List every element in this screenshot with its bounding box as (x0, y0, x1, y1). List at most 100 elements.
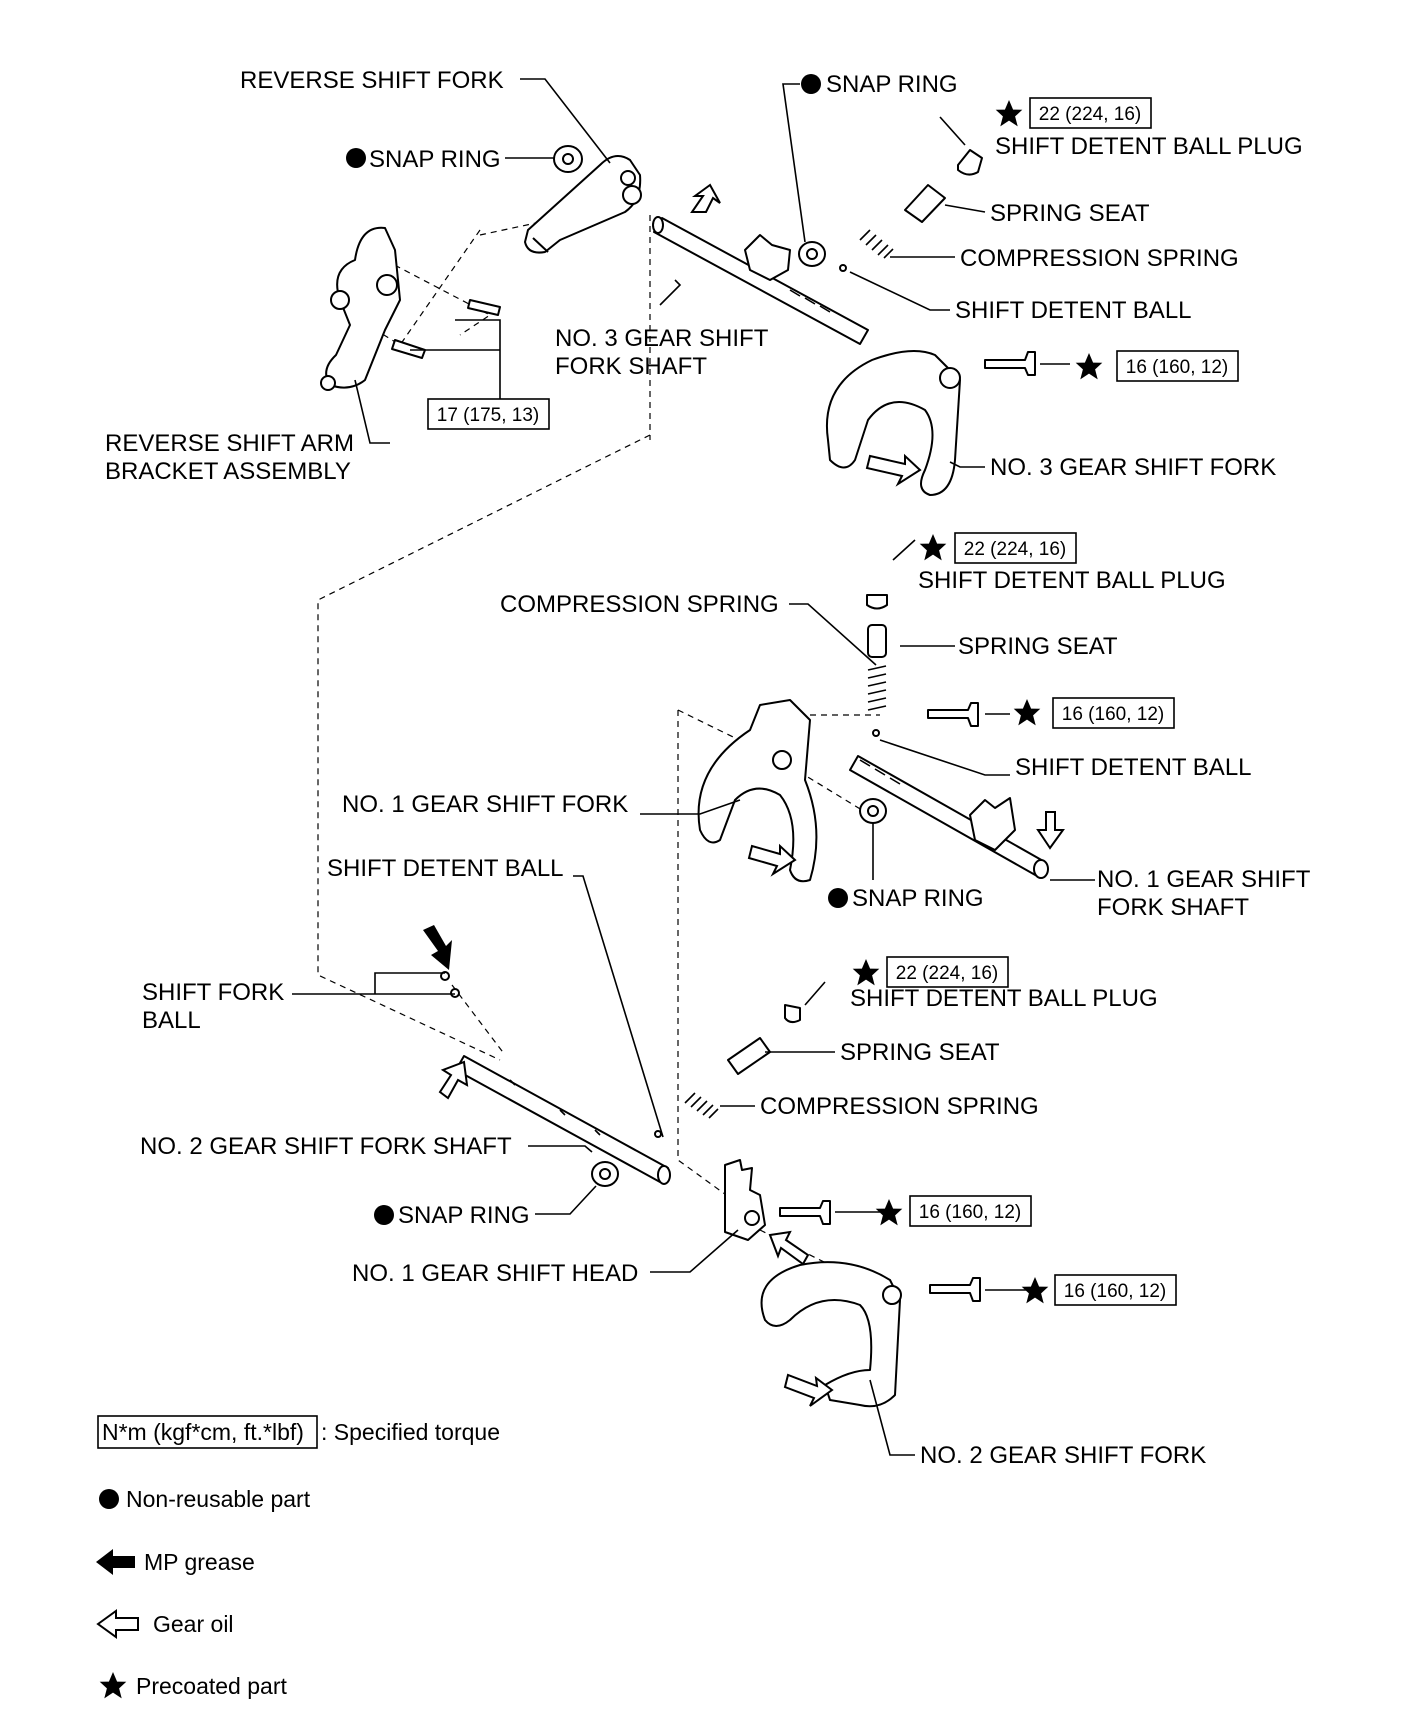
label-snap-ring: SNAP RING (398, 1202, 530, 1229)
legend-torque-box (97, 1415, 318, 1449)
no1-gear-shift-fork-shaft-part (849, 755, 1049, 879)
gear-oil-arrow-no3-fork (865, 453, 922, 487)
snap-ring-middle-part (859, 798, 887, 824)
legend-torque-desc: : Specified torque (321, 1419, 500, 1445)
non-reusable-dot (828, 888, 848, 908)
no2-gear-shift-fork-part (760, 1261, 902, 1408)
label-no1-fork: NO. 1 GEAR SHIFT FORK (342, 791, 628, 818)
label-no3-shaft-line2: FORK SHAFT (555, 353, 707, 380)
label-no3-shaft-line1: NO. 3 GEAR SHIFT (555, 325, 769, 352)
no1-gear-shift-fork-part (697, 699, 818, 883)
precoated-star-icon (919, 534, 947, 561)
label-shift-detent-ball-plug: SHIFT DETENT BALL PLUG (850, 985, 1158, 1012)
torque-box (1029, 97, 1152, 129)
torque-box (1116, 350, 1239, 382)
detent-parts-bottom (684, 1004, 801, 1119)
legend-non-reusable: Non-reusable part (126, 1486, 311, 1512)
precoated-star-icon (1013, 699, 1041, 726)
label-snap-ring: SNAP RING (826, 71, 958, 98)
legend-torque-unit: N*m (kgf*cm, ft.*lbf) (102, 1419, 304, 1445)
non-reusable-dot (801, 74, 821, 94)
torque-box (1054, 1274, 1177, 1306)
label-no2-fork: NO. 2 GEAR SHIFT FORK (920, 1442, 1206, 1469)
non-reusable-dot (374, 1205, 394, 1225)
precoated-star-icon (1021, 1277, 1049, 1304)
gear-oil-arrow-head (768, 1230, 810, 1266)
label-shift-detent-ball: SHIFT DETENT BALL (327, 855, 564, 882)
no3-gear-shift-fork-part (826, 350, 961, 496)
label-spring-seat: SPRING SEAT (990, 200, 1150, 227)
label-no1-head: NO. 1 GEAR SHIFT HEAD (352, 1260, 638, 1287)
snap-ring-top-right-part (798, 241, 826, 267)
bolt-part-no3-fork (984, 351, 1036, 376)
bottom-leader-lines (292, 972, 1030, 1456)
precoated-star-icon (1075, 353, 1103, 380)
non-reusable-dot (346, 148, 366, 168)
label-shift-fork-ball-line1: SHIFT FORK (142, 979, 284, 1006)
gear-oil-arrow-no1-shaft (1036, 811, 1065, 850)
reverse-shift-fork-part (524, 155, 642, 254)
bolt-part-no2-fork (929, 1277, 981, 1302)
bolt-part-head (779, 1200, 831, 1225)
mp-grease-arrow-shift-fork-ball (423, 925, 452, 970)
gear-oil-arrow-no3-shaft (690, 183, 721, 213)
legend-dot-icon (99, 1489, 119, 1509)
reverse-shift-arm-bracket-part (320, 226, 401, 391)
torque-box (886, 956, 1009, 988)
precoated-star-icon (852, 959, 880, 986)
torque-value: 16 (160, 12) (919, 1202, 1021, 1223)
no2-gear-shift-fork-shaft-part (455, 1055, 671, 1185)
label-no1-shaft-line2: FORK SHAFT (1097, 894, 1249, 921)
legend-mp-grease: MP grease (144, 1549, 255, 1575)
no3-gear-shift-fork-shaft-part (652, 216, 869, 345)
label-shift-detent-ball-plug: SHIFT DETENT BALL PLUG (918, 567, 1226, 594)
label-reverse-shift-fork: REVERSE SHIFT FORK (240, 67, 504, 94)
precoated-star-icon (995, 100, 1023, 127)
torque-value: 17 (175, 13) (437, 405, 539, 426)
torque-box (954, 532, 1077, 564)
torque-value: 22 (224, 16) (1039, 104, 1141, 125)
torque-value: 22 (224, 16) (964, 539, 1066, 560)
legend-star-icon (99, 1672, 127, 1699)
bolt-parts-reverse (391, 299, 501, 359)
snap-ring-bottom-part (591, 1161, 619, 1187)
label-compression-spring: COMPRESSION SPRING (960, 245, 1239, 272)
label-no3-fork: NO. 3 GEAR SHIFT FORK (990, 454, 1276, 481)
torque-box (1052, 697, 1175, 729)
legend-gear-oil: Gear oil (153, 1611, 234, 1637)
torque-box (909, 1195, 1032, 1227)
torque-value: 16 (160, 12) (1064, 1281, 1166, 1302)
gear-oil-arrow-no2-fork (783, 1373, 834, 1407)
top-leader-lines (354, 78, 1070, 468)
label-reverse-arm-line1: REVERSE SHIFT ARM (105, 430, 354, 457)
legend-mp-grease-arrow-icon (96, 1549, 135, 1575)
label-shift-detent-ball: SHIFT DETENT BALL (955, 297, 1192, 324)
label-spring-seat: SPRING SEAT (840, 1039, 1000, 1066)
label-compression-spring: COMPRESSION SPRING (500, 591, 779, 618)
label-shift-detent-ball-plug: SHIFT DETENT BALL PLUG (995, 133, 1303, 160)
shift-fork-balls-part (440, 971, 662, 1138)
label-spring-seat: SPRING SEAT (958, 633, 1118, 660)
torque-value: 16 (160, 12) (1126, 357, 1228, 378)
label-snap-ring: SNAP RING (852, 885, 984, 912)
no1-gear-shift-head-part (724, 1159, 766, 1241)
label-reverse-arm-line2: BRACKET ASSEMBLY (105, 458, 351, 485)
label-shift-detent-ball: SHIFT DETENT BALL (1015, 754, 1252, 781)
detent-parts-middle (866, 594, 888, 737)
torque-value: 22 (224, 16) (896, 963, 998, 984)
bolt-part-no1-fork (927, 702, 979, 727)
label-no2-shaft: NO. 2 GEAR SHIFT FORK SHAFT (140, 1133, 512, 1160)
torque-box (427, 398, 550, 430)
middle-leader-lines (573, 539, 1095, 1138)
legend-precoated: Precoated part (136, 1673, 287, 1699)
torque-value: 16 (160, 12) (1062, 704, 1164, 725)
label-shift-fork-ball-line2: BALL (142, 1007, 201, 1034)
snap-ring-top-left-part (553, 145, 583, 173)
label-compression-spring: COMPRESSION SPRING (760, 1093, 1039, 1120)
gear-oil-arrow-no1-fork (747, 843, 797, 877)
gear-oil-arrow-no2-shaft (438, 1060, 469, 1100)
legend-gear-oil-arrow-icon (96, 1609, 139, 1639)
legend: N*m (kgf*cm, ft.*lbf) : Specified torque… (96, 1415, 500, 1699)
label-snap-ring: SNAP RING (369, 146, 501, 173)
